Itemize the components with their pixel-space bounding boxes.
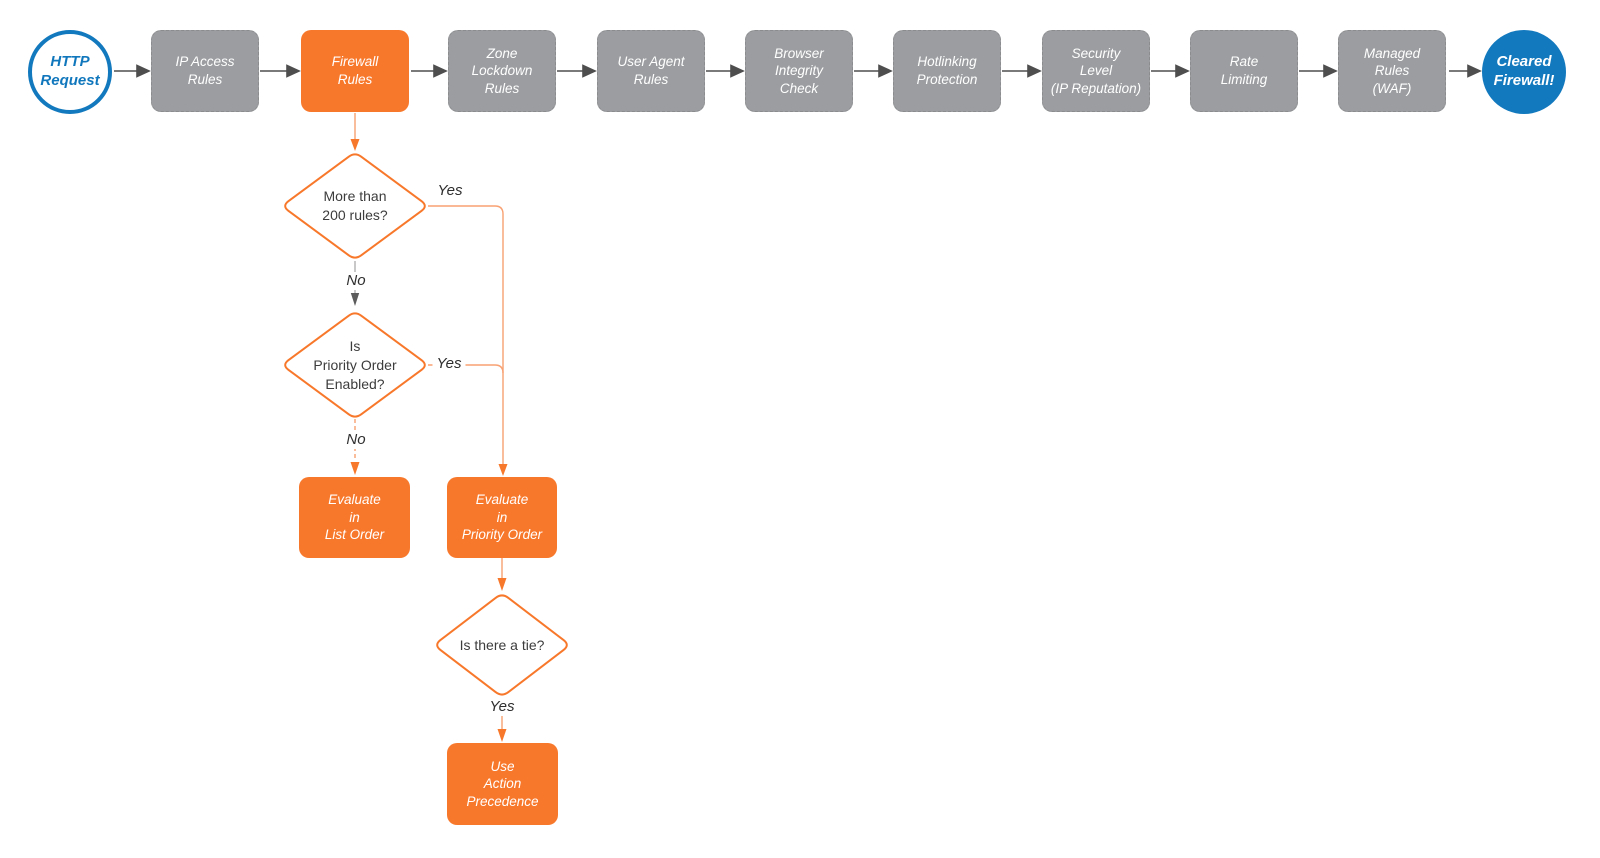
node-user-agent-rules: User Agent Rules: [597, 30, 705, 112]
node-security-level: Security Level (IP Reputation): [1042, 30, 1150, 112]
node-cleared-firewall: Cleared Firewall!: [1482, 30, 1566, 114]
decision-is-there-a-tie-label: Is there a tie?: [459, 637, 545, 653]
node-ip-access-rules: IP Access Rules: [151, 30, 259, 112]
decision-diamonds: [284, 153, 568, 696]
node-evaluate-in-list-order: Evaluate in List Order: [299, 477, 410, 558]
node-rate-limiting: Rate Limiting: [1190, 30, 1298, 112]
edge-label-yes-3: Yes: [485, 698, 519, 716]
node-use-action-precedence: Use Action Precedence: [447, 743, 558, 825]
node-zone-lockdown-rules: Zone Lockdown Rules: [448, 30, 556, 112]
edge-label-yes-2: Yes: [432, 355, 466, 373]
decision-more-than-200-rules-shape: [284, 153, 426, 259]
node-http-request: HTTP Request: [28, 30, 112, 114]
node-managed-rules-waf: Managed Rules (WAF): [1338, 30, 1446, 112]
node-evaluate-in-priority-order: Evaluate in Priority Order: [447, 477, 557, 558]
decision-is-priority-order-enabled-label: Is Priority Order Enabled?: [313, 338, 397, 392]
edge-label-no-1: No: [342, 272, 370, 290]
edge-label-no-2: No: [342, 431, 370, 449]
pipeline-arrows: [114, 64, 1482, 78]
decision-is-priority-order-enabled-shape: [284, 312, 426, 418]
edge-label-yes-1: Yes: [433, 182, 467, 200]
orange-connectors: [354, 113, 504, 730]
node-hotlinking-protection: Hotlinking Protection: [893, 30, 1001, 112]
node-browser-integrity-check: Browser Integrity Check: [745, 30, 853, 112]
decision-is-there-a-tie-shape: [436, 594, 568, 696]
decision-more-than-200-rules-label: More than 200 rules?: [322, 188, 388, 223]
node-firewall-rules: Firewall Rules: [301, 30, 409, 112]
orange-arrowheads: [350, 139, 508, 742]
